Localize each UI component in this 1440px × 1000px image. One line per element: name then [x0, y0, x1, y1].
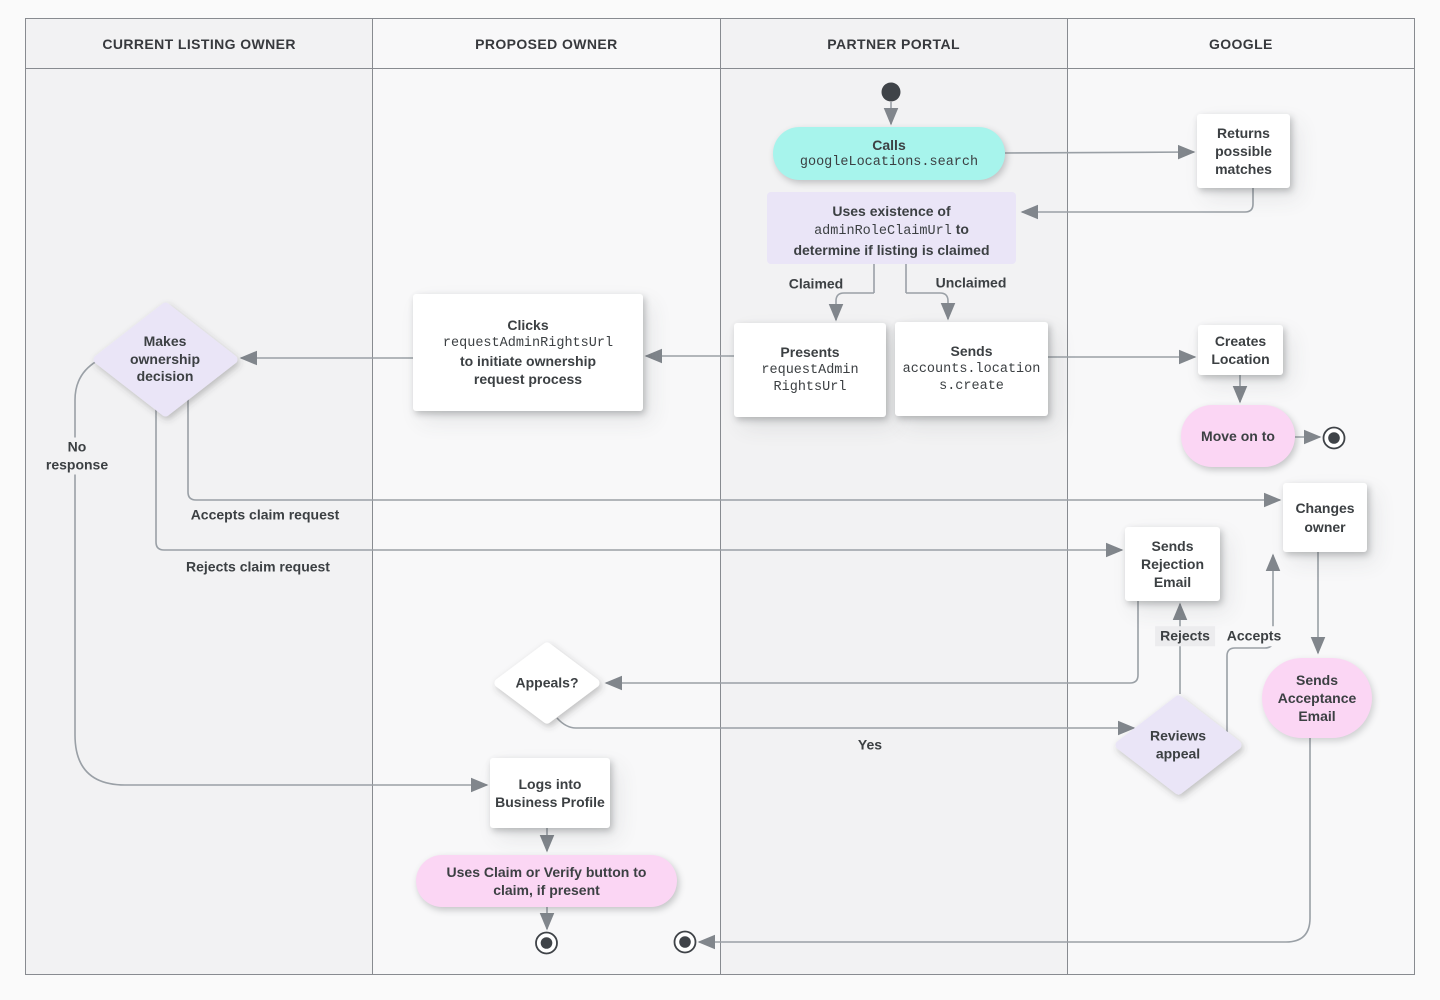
- makes-ownership-decision-label: Makes ownership decision: [129, 332, 200, 384]
- edge-label-yes: Yes: [853, 735, 887, 755]
- presents-requestadminrightsurl-node: Presents requestAdminRightsUrl: [734, 323, 886, 417]
- node-code: accounts.locations.create: [902, 361, 1041, 395]
- lane-header-partner-portal: PARTNER PORTAL: [720, 19, 1067, 69]
- reviews-appeal-label: Reviews appeal: [1149, 727, 1207, 762]
- node-text: to initiate ownership request process: [459, 353, 597, 388]
- node-text: Uses Claim or Verify button to claim, if…: [446, 863, 647, 898]
- edge-label-claimed: Claimed: [788, 275, 844, 292]
- node-text: Sends Rejection Email: [1140, 537, 1204, 591]
- sends-acceptance-email-node: Sends Acceptance Email: [1262, 658, 1372, 738]
- node-title: Calls: [872, 136, 906, 153]
- node-text: Logs into Business Profile: [495, 775, 605, 810]
- node-title: Clicks: [507, 317, 549, 334]
- clicks-requestadminrightsurl-node: Clicks requestAdminRightsUrl to initiate…: [413, 294, 643, 411]
- edge-label-accepts-claim-request: Accepts claim request: [190, 506, 340, 523]
- sends-rejection-email-node: Sends Rejection Email: [1125, 527, 1220, 601]
- returns-possible-matches-node: Returns possible matches: [1197, 114, 1290, 188]
- edge-label-rejects-claim-request: Rejects claim request: [186, 558, 330, 575]
- node-text: Sends Acceptance Email: [1277, 671, 1357, 725]
- edge-label-unclaimed: Unclaimed: [935, 274, 1007, 291]
- note-suffix: to determine if listing is claimed: [793, 221, 990, 258]
- calls-googlelocations-search-node: Calls googleLocations.search: [773, 127, 1005, 180]
- logs-into-business-profile-node: Logs into Business Profile: [490, 758, 610, 828]
- node-code: requestAdminRightsUrl: [761, 362, 859, 396]
- changes-owner-node: Changes owner: [1283, 483, 1367, 552]
- appeals-label: Appeals?: [515, 674, 579, 691]
- sends-accounts-locations-create-node: Sends accounts.locations.create: [895, 322, 1048, 416]
- node-text: Changes owner: [1295, 500, 1355, 535]
- node-text: Move on to: [1201, 427, 1275, 444]
- lane-header-google: GOOGLE: [1067, 19, 1414, 69]
- edge-label-rejects: Rejects: [1155, 626, 1215, 646]
- lane-header-current-listing-owner: CURRENT LISTING OWNER: [26, 19, 373, 69]
- edge-label-no-response: No response: [41, 437, 113, 475]
- note-code: adminRoleClaimUrl: [814, 224, 952, 240]
- node-code: requestAdminRightsUrl: [442, 335, 614, 351]
- note-prefix: Uses existence of: [832, 203, 951, 219]
- lane-header-proposed-owner: PROPOSED OWNER: [373, 19, 720, 69]
- node-title: Presents: [780, 344, 840, 361]
- node-title: Sends: [950, 343, 993, 360]
- node-text: Creates Location: [1211, 332, 1270, 367]
- uses-existence-note: Uses existence of adminRoleClaimUrl to d…: [767, 192, 1016, 264]
- node-code: googleLocations.search: [799, 154, 979, 170]
- edge-label-accepts: Accepts: [1222, 626, 1286, 646]
- lane-proposed-owner: PROPOSED OWNER: [373, 19, 721, 974]
- creates-location-node: Creates Location: [1198, 325, 1283, 375]
- move-on-to-node: Move on to: [1181, 405, 1295, 467]
- uses-claim-or-verify-node: Uses Claim or Verify button to claim, if…: [416, 855, 677, 907]
- node-text: Returns possible matches: [1215, 124, 1272, 178]
- lane-current-listing-owner: CURRENT LISTING OWNER: [26, 19, 374, 974]
